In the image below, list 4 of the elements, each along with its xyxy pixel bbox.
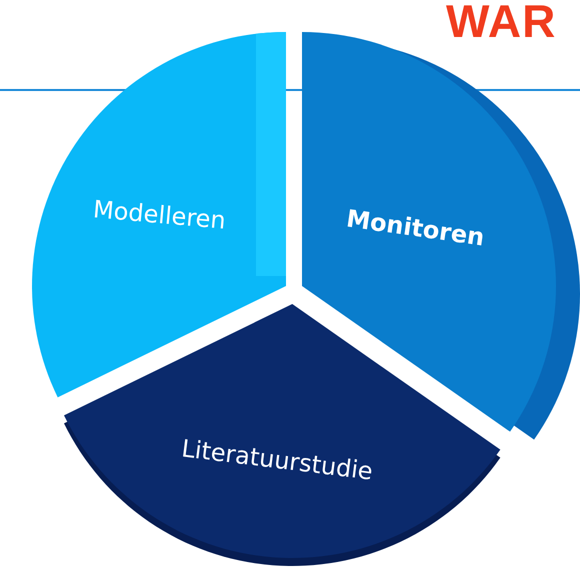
segment-label: Modelleren <box>92 195 228 235</box>
segment-label: Monitoren <box>344 204 486 252</box>
segment-label: Literatuurstudie <box>180 434 374 486</box>
heading: WAR <box>446 0 556 48</box>
